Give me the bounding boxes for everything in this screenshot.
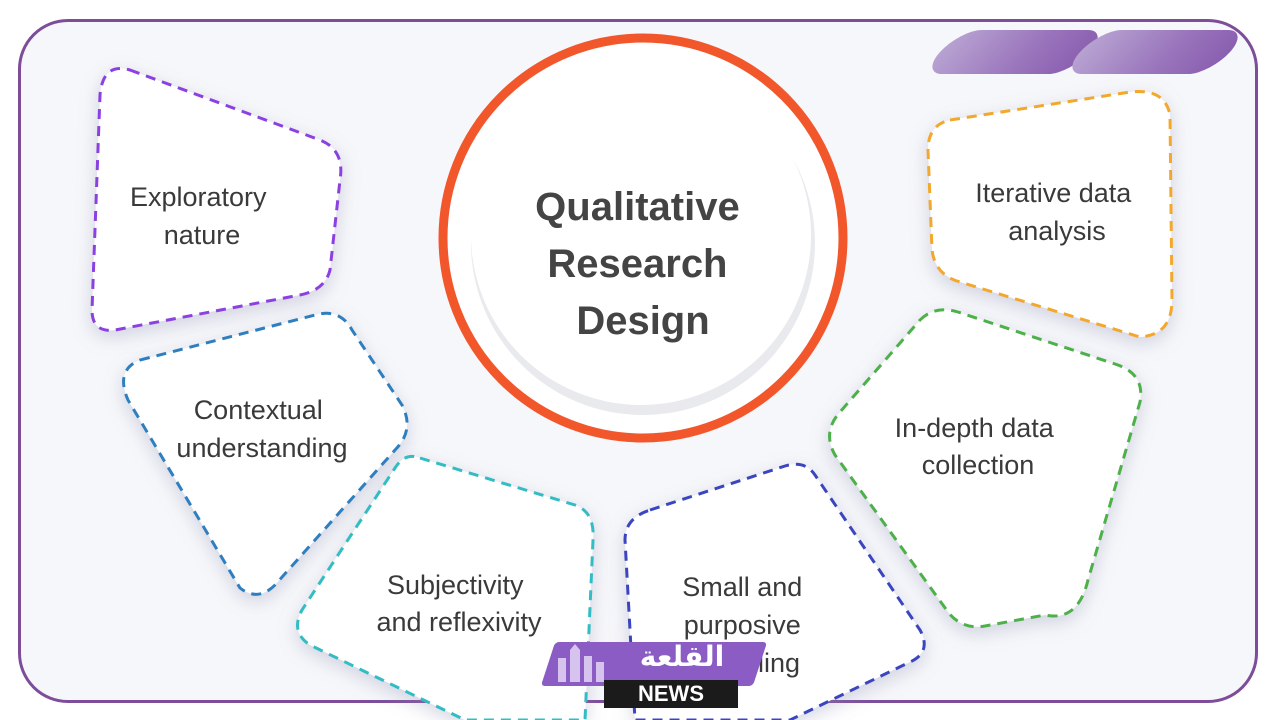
center-inner-circle: [471, 65, 811, 405]
segment-exploratory-nature: Exploratory nature: [90, 67, 343, 332]
segment-exploratory-nature-shape: [90, 67, 343, 332]
segment-in-depth-data-collection: In-depth data collection: [828, 308, 1143, 629]
castle-icon: [558, 644, 604, 682]
segment-iterative-data-analysis-label: Iterative data analysis: [975, 178, 1139, 246]
watermark-logo: القلعة NEWS: [540, 636, 770, 712]
center-node: Qualitative Research Design: [438, 33, 848, 443]
segment-subjectivity-reflexivity-label: Subjectivity and reflexivity: [376, 570, 542, 637]
segment-contextual-understanding: Contextual understanding: [122, 311, 409, 596]
center-title: Qualitative Research Design: [535, 185, 751, 343]
segment-subjectivity-reflexivity: Subjectivity and reflexivity: [296, 454, 595, 720]
logo-news-text: NEWS: [604, 680, 738, 708]
segment-in-depth-data-collection-shape: [828, 308, 1143, 629]
logo-arabic-text: القلعة: [639, 640, 725, 673]
segment-iterative-data-analysis-shape: [926, 89, 1174, 339]
segment-in-depth-data-collection-label: In-depth data collection: [895, 413, 1062, 480]
segment-contextual-understanding-shape: [122, 311, 409, 596]
segment-contextual-understanding-label: Contextual understanding: [176, 395, 347, 463]
segment-iterative-data-analysis: Iterative data analysis: [926, 89, 1174, 339]
segment-subjectivity-reflexivity-shape: [296, 454, 595, 720]
segment-exploratory-nature-label: Exploratory nature: [130, 182, 274, 250]
